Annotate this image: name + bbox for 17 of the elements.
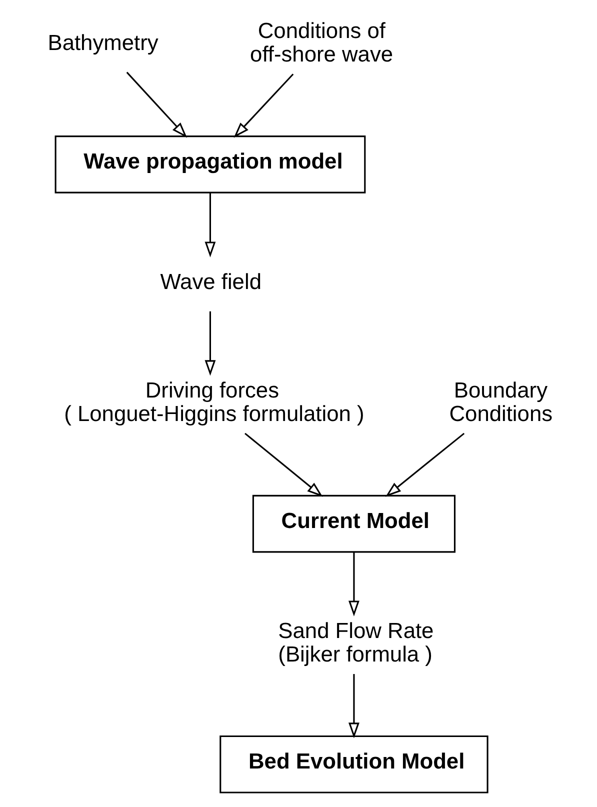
arrow [234, 74, 294, 138]
node-box: Bed Evolution Model [220, 736, 488, 794]
node-text: Boundary Conditions [449, 378, 553, 426]
node-text: Conditions of off-shore wave [250, 18, 394, 67]
arrow [348, 552, 360, 616]
arrow [204, 192, 216, 258]
node-text: Bathymetry [48, 30, 158, 55]
arrow [385, 432, 465, 497]
node-text: Wave field [160, 268, 262, 294]
arrow [204, 311, 216, 376]
node-box: Current Model [252, 494, 456, 553]
arrow [348, 674, 360, 738]
arrow [126, 72, 188, 138]
node-text: Sand Flow Rate (Bijker formula ) [278, 618, 434, 667]
arrow [244, 432, 323, 497]
node-text: Driving forces ( Longuet-Higgins formulation ) [64, 378, 364, 426]
node-box: Wave propagation model [54, 136, 366, 194]
